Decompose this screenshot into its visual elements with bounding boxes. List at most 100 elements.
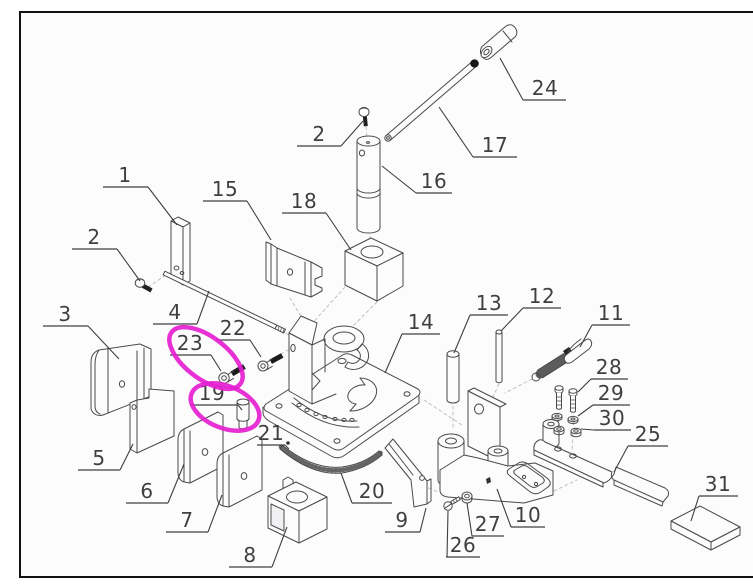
part-label-3-3: 3 xyxy=(58,302,71,326)
leader-line-19-19 xyxy=(237,404,243,411)
part-14-main-body xyxy=(262,315,421,459)
part-8-die-block xyxy=(267,476,328,544)
leader-line-28-28 xyxy=(577,378,592,393)
part-label-25-25: 25 xyxy=(635,422,661,446)
part-label-30-30: 30 xyxy=(599,406,625,430)
part-label-12-12: 12 xyxy=(529,284,555,308)
leader-line-29-29 xyxy=(577,404,594,417)
highlight-loop-part-19 xyxy=(188,381,262,433)
part-label-26-26: 26 xyxy=(450,533,476,557)
part-27-nut xyxy=(461,491,473,504)
part-25-handle-bar xyxy=(533,439,670,507)
leader-line-18-18 xyxy=(325,212,352,251)
part-10-bending-arm xyxy=(437,387,560,504)
part-19-pin xyxy=(236,398,250,430)
part-5-plate xyxy=(129,388,175,454)
leader-line-14-14 xyxy=(384,333,403,374)
leader-line-25-25 xyxy=(613,445,629,473)
leader-line-20-20 xyxy=(340,472,353,504)
leader-line-21-21 xyxy=(284,444,290,450)
part-label-10-10: 10 xyxy=(515,503,541,527)
part-17-handle-rod xyxy=(384,59,479,142)
part-label-21-21: 21 xyxy=(258,421,284,445)
part-label-16-16: 16 xyxy=(421,169,447,193)
part-31-stop-block xyxy=(670,505,741,551)
leader-line-7-7 xyxy=(207,494,223,533)
leader-line-2-2 xyxy=(340,120,364,147)
leader-line-13-13 xyxy=(453,314,471,354)
part-label-13-13: 13 xyxy=(476,291,502,315)
highlight-loop-part-23 xyxy=(167,324,245,392)
part-label-28-28: 28 xyxy=(596,355,622,379)
part-26-screw xyxy=(443,496,461,511)
leader-line-15-15 xyxy=(246,200,272,241)
part-1-plate xyxy=(170,216,191,286)
leader-line-11-11 xyxy=(579,324,593,348)
part-label-4-4: 4 xyxy=(168,300,181,324)
part-label-17-17: 17 xyxy=(482,133,508,157)
part-9-bracket xyxy=(384,438,432,508)
leader-line-4-4 xyxy=(196,290,210,325)
leader-line-8-8 xyxy=(271,526,288,568)
part-20-toothed-arc xyxy=(278,444,383,474)
part-11-adjusting-screw xyxy=(531,338,593,382)
leader-line-31-31 xyxy=(690,495,700,522)
part-29-washers xyxy=(551,412,579,425)
part-label-1-0: 1 xyxy=(118,163,131,187)
part-3-block xyxy=(90,343,152,416)
part-15-notched-plate xyxy=(265,241,323,298)
leader-line-1-0 xyxy=(147,186,178,226)
border-frame xyxy=(19,11,753,578)
part-label-6-6: 6 xyxy=(140,479,153,503)
part-30-nuts xyxy=(553,425,582,438)
leader-line-3-3 xyxy=(87,325,120,360)
part-label-9-9: 9 xyxy=(395,508,408,532)
part-6-die-plate xyxy=(177,411,224,484)
part-label-5-5: 5 xyxy=(92,446,105,470)
leader-line-17-17 xyxy=(438,106,474,158)
leader-line-2-1 xyxy=(116,248,141,282)
leader-line-30-30 xyxy=(580,428,595,431)
leader-line-23-23 xyxy=(210,354,222,372)
part-7-die-plate xyxy=(216,435,263,508)
part-22-socket-screw xyxy=(257,353,284,372)
part-label-2-2: 2 xyxy=(312,122,325,146)
leader-line-5-5 xyxy=(119,443,134,471)
part-label-29-29: 29 xyxy=(598,381,624,405)
part-label-2-1: 2 xyxy=(87,225,100,249)
part-label-24-24: 24 xyxy=(532,76,558,100)
part-label-11-11: 11 xyxy=(598,301,624,325)
leader-line-12-12 xyxy=(500,307,524,332)
part-12-pin xyxy=(495,329,503,384)
part-label-22-22: 22 xyxy=(220,316,246,340)
part-label-27-27: 27 xyxy=(475,512,501,536)
leader-line-26-26 xyxy=(446,510,449,558)
part-label-8-8: 8 xyxy=(243,543,256,567)
leader-line-9-9 xyxy=(419,507,427,533)
part-2-screw-left xyxy=(134,278,153,293)
leader-line-6-6 xyxy=(167,463,185,504)
part-18-block xyxy=(344,237,404,302)
leader-line-10-10 xyxy=(496,488,512,528)
part-2-screw-top xyxy=(358,106,370,127)
leader-line-16-16 xyxy=(381,165,417,194)
part-21-ball xyxy=(286,441,290,445)
part-4-link-rod xyxy=(162,270,286,334)
leader-line-27-27 xyxy=(466,502,473,537)
part-label-14-14: 14 xyxy=(408,310,434,334)
part-label-20-20: 20 xyxy=(359,479,385,503)
part-label-18-18: 18 xyxy=(291,189,317,213)
leader-line-24-24 xyxy=(499,57,524,101)
part-label-23-23: 23 xyxy=(177,331,203,355)
part-28-hex-bolts xyxy=(554,385,578,413)
part-13-pin xyxy=(446,350,460,404)
part-label-31-31: 31 xyxy=(705,472,731,496)
part-label-7-7: 7 xyxy=(180,508,193,532)
part-24-grip-sleeve xyxy=(479,24,518,60)
leader-lines xyxy=(43,57,738,568)
leader-line-22-22 xyxy=(249,339,262,358)
part-16-cylinder xyxy=(356,135,381,234)
